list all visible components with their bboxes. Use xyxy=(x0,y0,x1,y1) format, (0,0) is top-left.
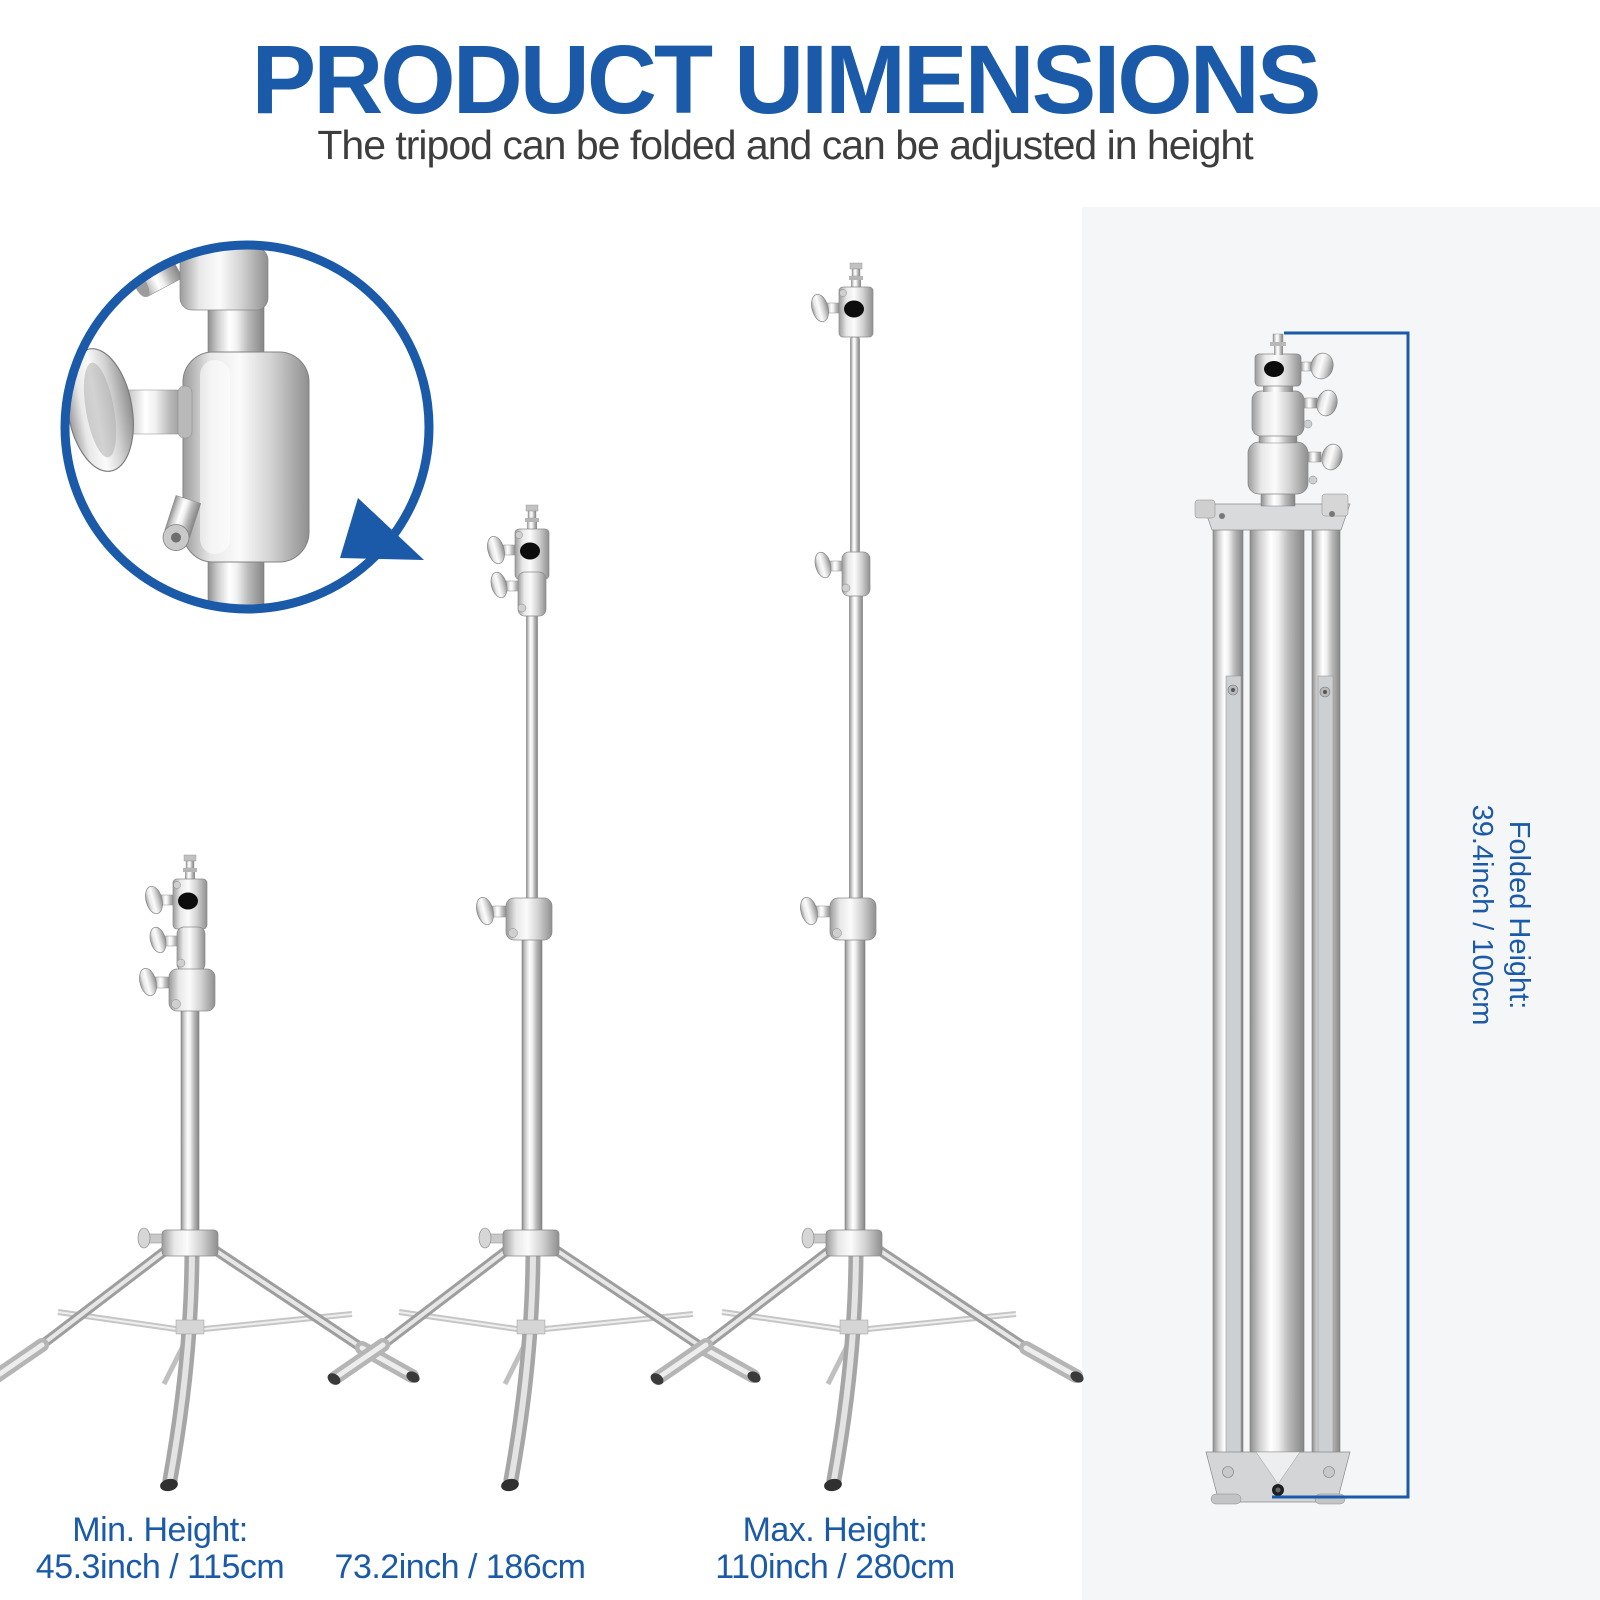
page-subtitle: The tripod can be folded and can be adju… xyxy=(317,122,1253,168)
folded-height-label-title: Folded Height: xyxy=(1503,820,1535,1010)
min-height-label-value: 45.3inch / 115cm xyxy=(35,1548,285,1586)
max-height-label: Max. Height: 110inch / 280cm xyxy=(685,1512,985,1586)
folded-neck xyxy=(1263,384,1293,392)
detail-clamp-closeup xyxy=(66,245,310,609)
stand-min-lower-collar xyxy=(136,966,216,1012)
stand-min-collar xyxy=(147,925,206,972)
folded-barrel-2 xyxy=(1247,441,1309,495)
detail-circle-ring xyxy=(60,240,434,614)
min-height-label: Min. Height: 45.3inch / 115cm xyxy=(10,1512,310,1586)
closeup-wing-shade xyxy=(83,362,117,458)
stand-mid-lower-collar xyxy=(473,895,553,941)
stand-max-mid-pole xyxy=(849,591,863,903)
stand-max-clamp-head xyxy=(808,262,874,338)
mid-height-label-value: 73.2inch / 186cm xyxy=(334,1548,586,1586)
detail-circle-pointer-icon xyxy=(340,498,424,560)
stand-max-collar xyxy=(812,550,871,597)
folded-top-hub xyxy=(1202,503,1351,531)
closeup-lower-screw xyxy=(162,495,202,551)
mid-height-label-title xyxy=(310,1512,610,1549)
closeup-knob-ring xyxy=(177,385,193,439)
folded-clamp-hole xyxy=(1264,361,1284,377)
stand-mid xyxy=(325,504,762,1493)
closeup-collar-highlight xyxy=(200,360,230,554)
folded-spigot-tip xyxy=(1272,333,1284,344)
stand-min-clamp-head xyxy=(142,854,208,930)
min-height-label-title: Min. Height: xyxy=(72,1511,248,1549)
folded-height-label-value: 39.4inch / 100cm xyxy=(1466,804,1498,1026)
page-title: PRODUCT UIMENSIONS xyxy=(251,25,1322,134)
stand-mid-clamp-head xyxy=(484,504,550,580)
folded-bottom-notch xyxy=(1255,1451,1301,1485)
folded-barrel2-wing-knob xyxy=(1321,443,1343,471)
stand-max-lower-pole xyxy=(844,935,866,1237)
measurement-bracket xyxy=(1272,331,1410,1499)
folded-left-foot xyxy=(1210,1493,1242,1505)
stand-mid-lower-pole xyxy=(521,935,543,1237)
folded-right-brace-bar xyxy=(1317,675,1334,1483)
folded-barrel1-wing-knob xyxy=(1316,389,1338,417)
folded-head-wing-knob xyxy=(1310,352,1334,380)
folded-left-brace-bar xyxy=(1225,675,1242,1483)
stand-min xyxy=(0,854,422,1493)
mid-height-label: 73.2inch / 186cm xyxy=(310,1512,610,1586)
folded-barrel-1 xyxy=(1251,390,1305,437)
max-height-label-value: 110inch / 280cm xyxy=(715,1548,955,1586)
detail-zoom-circle xyxy=(60,240,434,614)
stand-mid-upper-pole xyxy=(526,611,538,903)
folded-center-column xyxy=(1249,509,1305,1477)
folded-stand-background-panel xyxy=(1082,207,1600,1600)
folded-top-hub-right-tab xyxy=(1321,493,1349,517)
folded-stand xyxy=(1194,333,1351,1505)
folded-top-hub-left-tab xyxy=(1194,499,1216,519)
stand-min-pole xyxy=(180,1008,200,1237)
stand-max-top-pole xyxy=(850,336,860,557)
stand-max xyxy=(648,262,1085,1493)
stand-max-lower-collar xyxy=(797,895,877,941)
folded-height-label: Folded Height: 39.4inch / 100cm xyxy=(1463,745,1537,1085)
max-height-label-title: Max. Height: xyxy=(742,1511,928,1549)
